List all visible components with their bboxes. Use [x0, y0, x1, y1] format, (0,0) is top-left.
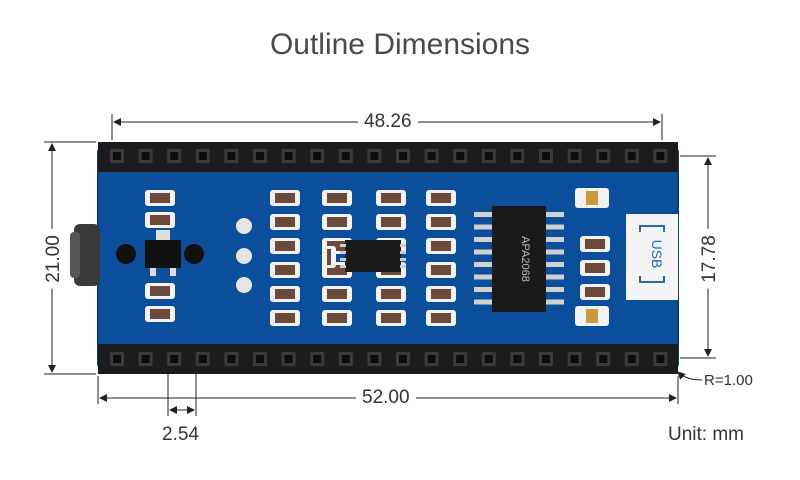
- smd-component: [270, 214, 300, 230]
- smd-component: [270, 190, 300, 206]
- smd-component: [322, 190, 352, 206]
- top-pin-header: [98, 142, 678, 172]
- smd-component: [580, 284, 610, 300]
- test-pad: [236, 218, 252, 234]
- right-height-label: 17.78: [698, 229, 721, 289]
- smd-component: [376, 286, 406, 302]
- test-pad: [236, 277, 252, 293]
- smd-component: [426, 214, 456, 230]
- audio-jack: [74, 224, 100, 286]
- smd-component: [270, 262, 300, 278]
- smd-component: [426, 262, 456, 278]
- bottom-width-label: 52.00: [356, 387, 416, 409]
- smd-component: [580, 236, 610, 252]
- left-height-label: 21.00: [42, 229, 65, 289]
- top-width-label: 48.26: [358, 111, 418, 133]
- corner-radius-label: R=1.00: [704, 372, 753, 389]
- smd-component: [322, 214, 352, 230]
- smd-component: [270, 310, 300, 326]
- usb-connector: [626, 214, 678, 300]
- smd-component: [426, 286, 456, 302]
- test-pad: [236, 248, 252, 264]
- regulator-chip: [145, 240, 181, 268]
- page-title: Outline Dimensions: [269, 28, 531, 61]
- smd-component: [580, 260, 610, 276]
- smd-component: [145, 212, 175, 228]
- smd-component: [322, 246, 336, 268]
- smd-component: [376, 190, 406, 206]
- smd-component: [426, 310, 456, 326]
- radius-leader-line: [677, 371, 703, 381]
- pitch-label: 2.54: [156, 424, 205, 446]
- smd-component: [376, 310, 406, 326]
- smd-component: [145, 190, 175, 206]
- amplifier-chip-label: APA2068: [519, 236, 531, 282]
- opamp-chip: [345, 240, 401, 272]
- mounting-hole-right: [184, 244, 204, 264]
- smd-component: [145, 306, 175, 322]
- smd-component: [426, 238, 456, 254]
- smd-component: [322, 310, 352, 326]
- smd-component: [270, 286, 300, 302]
- unit-label: Unit: mm: [668, 424, 744, 445]
- smd-component: [376, 214, 406, 230]
- smd-component: [145, 283, 175, 299]
- bottom-pin-header: [98, 344, 678, 374]
- smd-component: [426, 190, 456, 206]
- amplifier-chip: [492, 206, 546, 312]
- smd-component: [322, 286, 352, 302]
- usb-label: USB: [649, 240, 665, 269]
- mounting-hole-left: [116, 244, 136, 264]
- smd-component: [270, 238, 300, 254]
